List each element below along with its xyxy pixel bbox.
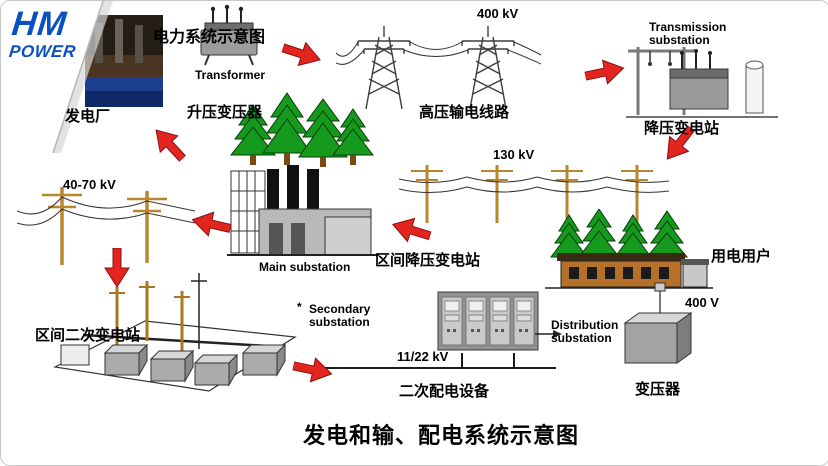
users-houses-drawing [545,209,713,289]
label-400kv: 400 kV [477,6,519,21]
panel-leg-left [461,353,463,367]
flow-arrow [666,125,696,160]
label-asterisk: * [297,300,302,314]
flow-arrow [191,211,232,237]
page-curl [1,1,113,154]
transmission-substation-drawing [626,47,778,118]
label-40-70kv: 40-70 kV [63,177,116,192]
label-district-stepdown-substation: 区间降压变电站 [375,252,481,269]
logo-power-text: POWER [8,42,77,61]
trees-drawing [229,92,375,167]
secondary-substation-yard-drawing [53,273,297,392]
panel-leg-right [513,353,515,367]
main-substation-drawing [227,165,379,256]
transformer-drawing [200,4,258,66]
flow-arrow [391,217,432,243]
label-step-up-transformer: 升压变压器 [187,104,263,121]
hv-poles-drawing [17,187,195,265]
flow-arrow [155,129,187,163]
label-power-plant: 发电厂 [65,108,111,125]
label-11-22kv: 11/22 kV [397,349,449,364]
transmission-towers-drawing [336,26,541,110]
distribution-panel-drawing [437,291,539,351]
flow-arrow [292,357,333,383]
diagram-title: 发电和输、配电系统示意图 [302,423,579,448]
label-system-schematic: 电力系统示意图 [153,29,266,46]
label-400v: 400 V [685,295,719,310]
label-secondary-substation: Secondary substation [309,302,371,330]
label-transmission-substation: Transmission substation [649,20,727,48]
flow-arrow [104,248,130,288]
label-step-down-substation: 降压变电站 [644,120,720,137]
distribution-transformer-drawing [623,282,693,364]
mv-lines-drawing [399,165,669,223]
label-electricity-users: 用电用户 [711,248,772,265]
label-main-substation: Main substation [259,260,351,274]
label-transformer-en: Transformer [195,68,266,82]
label-130kv: 130 kV [493,147,535,162]
flow-arrow [281,41,321,67]
label-hv-transmission-lines: 高压输电线路 [419,104,510,121]
hm-power-logo: HM POWER [8,5,80,61]
label-transformer-cn: 变压器 [635,381,681,398]
power-plant-image [85,15,163,107]
label-district-secondary-substation: 区间二次变电站 [35,327,141,344]
label-distribution-substation: Distribution substation [551,318,619,346]
logo-hm-text: HM [10,5,69,43]
label-secondary-distribution-equipment: 二次配电设备 [399,383,490,400]
feeder-line-11-22kv [294,367,556,369]
flow-arrow [584,59,625,85]
connector-arrow-icon [535,330,562,338]
